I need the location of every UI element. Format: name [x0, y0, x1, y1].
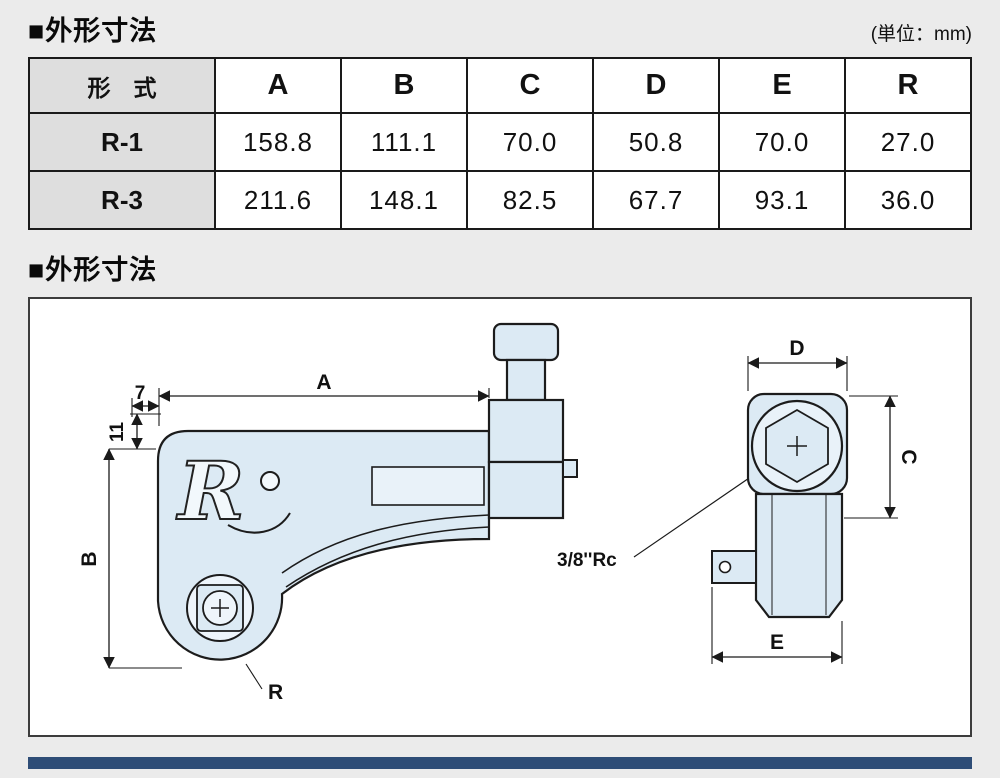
dim-label-d: D — [789, 337, 804, 360]
value-cell: 67.7 — [592, 170, 720, 230]
body-groove-line — [285, 526, 490, 588]
value-cell: 27.0 — [844, 112, 972, 172]
logo-swoosh — [227, 512, 291, 534]
brand-logo: R — [176, 444, 244, 538]
bottom-bar — [28, 757, 972, 769]
swivel-cap — [492, 322, 560, 362]
value-cell: 158.8 — [214, 112, 342, 172]
table-row-r3: R-3 211.6 148.1 82.5 67.7 93.1 36.0 — [28, 170, 972, 230]
dim-label-r: R — [268, 681, 283, 704]
technical-drawing: R — [78, 322, 920, 704]
model-cell: R-3 — [28, 170, 216, 230]
hex-center-mark — [787, 436, 807, 456]
value-cell: 50.8 — [592, 112, 720, 172]
dim-label-7: 7 — [135, 383, 146, 404]
dim-label-11: 11 — [107, 422, 128, 443]
dimension-drawing-panel: R — [28, 297, 972, 737]
dim-label-a: A — [316, 371, 331, 394]
table-row-r1: R-1 158.8 111.1 70.0 50.8 70.0 27.0 — [28, 112, 972, 172]
cylinder-block-upper — [487, 398, 565, 464]
section2-title: ■外形寸法 — [28, 255, 158, 285]
dim-label-c: C — [897, 449, 920, 464]
table-header-row: 形 式 A B C D E R — [28, 57, 972, 114]
side-view: R — [156, 322, 578, 661]
end-view-dimensions — [711, 356, 898, 664]
drive-center-mark — [211, 599, 229, 617]
unit-label: (単位：mm) — [870, 24, 972, 45]
cylinder-nub — [562, 459, 578, 478]
col-header-r: R — [844, 57, 972, 114]
dimension-labels: A 7 11 B R 3/8''Rc D C E — [78, 337, 920, 704]
thread-label: 3/8''Rc — [557, 550, 617, 571]
logo-dot — [260, 471, 280, 491]
end-view — [711, 392, 849, 619]
dim-label-b: B — [78, 551, 101, 566]
cylinder-block-lower — [487, 460, 565, 520]
lower-body — [754, 492, 844, 619]
body-panel — [371, 466, 485, 506]
header-row: ■外形寸法 (単位：mm) — [28, 12, 972, 48]
swivel-neck — [505, 358, 547, 402]
value-cell: 211.6 — [214, 170, 342, 230]
col-header-c: C — [466, 57, 594, 114]
value-cell: 82.5 — [466, 170, 594, 230]
dimension-table: 形 式 A B C D E R R-1 158.8 111.1 70.0 50.… — [28, 57, 972, 230]
col-header-e: E — [718, 57, 846, 114]
model-cell: R-1 — [28, 112, 216, 172]
value-cell: 111.1 — [340, 112, 468, 172]
dim-label-e: E — [770, 631, 784, 654]
value-cell: 148.1 — [340, 170, 468, 230]
side-tab — [711, 550, 757, 584]
col-header-d: D — [592, 57, 720, 114]
body-groove-line — [281, 514, 490, 574]
col-header-a: A — [214, 57, 342, 114]
col-header-model: 形 式 — [28, 57, 216, 114]
value-cell: 70.0 — [718, 112, 846, 172]
section1-title: ■外形寸法 — [28, 16, 158, 46]
col-header-b: B — [340, 57, 468, 114]
side-view-dimensions — [103, 388, 490, 690]
value-cell: 70.0 — [466, 112, 594, 172]
tab-hole — [718, 560, 732, 574]
r-leader-line — [245, 663, 263, 690]
value-cell: 36.0 — [844, 170, 972, 230]
value-cell: 93.1 — [718, 170, 846, 230]
